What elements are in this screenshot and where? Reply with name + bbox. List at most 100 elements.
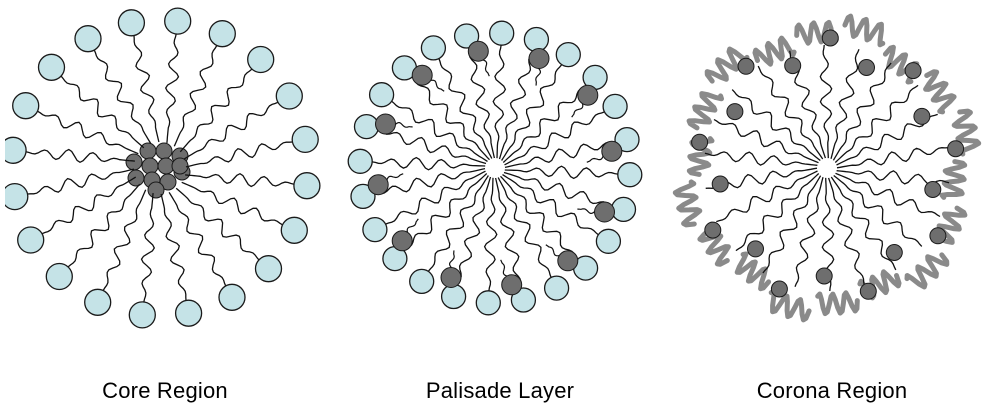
solubilizate-molecule — [368, 175, 388, 195]
hydrophilic-head — [129, 302, 155, 328]
surfactant-molecule — [834, 176, 922, 247]
surfactant-molecule — [763, 176, 821, 273]
hydrophobic-tail — [176, 188, 259, 260]
hydrophilic-head — [46, 264, 72, 290]
hydrophobic-tail — [505, 112, 605, 165]
polymer-chain — [907, 255, 947, 287]
hydrophobic-tail — [428, 176, 488, 272]
hydrophilic-head — [612, 197, 636, 221]
caption-core-region: Core Region — [5, 378, 325, 404]
hydrophilic-head — [410, 269, 434, 293]
solubilizate-molecule — [502, 275, 522, 295]
hydrophilic-head — [421, 36, 445, 60]
solubilizate-molecule — [602, 141, 622, 161]
surfactant-molecule — [348, 149, 485, 173]
solubilizate-molecule — [558, 251, 578, 271]
polymer-chain — [818, 293, 858, 314]
solubilizate-molecule — [392, 231, 412, 251]
hydrophilic-head — [13, 93, 39, 119]
surfactant-molecule — [833, 63, 891, 160]
hydrophilic-head — [39, 54, 65, 80]
surfactant-molecule — [18, 177, 136, 253]
hydrophobic-tail — [457, 177, 490, 285]
solubilizate-molecule — [468, 41, 488, 61]
corona-region-micelle — [672, 0, 982, 360]
solubilizate-molecule — [142, 158, 158, 174]
surfactant-molecule — [732, 90, 820, 161]
solubilizate-molecule — [529, 49, 549, 69]
solubilizate-molecule — [578, 85, 598, 105]
surfactant-molecule — [184, 83, 302, 159]
solubilizate-molecule — [748, 241, 764, 257]
hydrophilic-head — [545, 276, 569, 300]
hydrophobic-tail — [500, 51, 533, 159]
surfactant-molecule — [476, 178, 500, 315]
solubilizate-molecule — [816, 268, 832, 284]
hydrophobic-tail — [142, 193, 155, 302]
hydrophobic-tail — [180, 69, 252, 152]
hydrophobic-tail — [38, 111, 139, 154]
surfactant-molecule — [46, 184, 139, 289]
hydrophilic-head — [524, 28, 548, 52]
solubilizate-molecule — [595, 202, 615, 222]
surfactant-molecule — [490, 21, 514, 158]
hydrophilic-head — [355, 115, 379, 139]
solubilizate-molecule — [914, 108, 930, 124]
hydrophobic-tail — [94, 50, 151, 144]
hydrophilic-head — [5, 184, 28, 210]
hydrophilic-head — [209, 21, 235, 47]
hydrophobic-tail — [103, 190, 146, 291]
core-region-micelle — [5, 0, 325, 360]
hydrophobic-tail — [829, 178, 865, 285]
solubilizate-molecule — [712, 176, 728, 192]
hydrophobic-tail — [413, 77, 490, 160]
polymer-chain — [689, 94, 721, 128]
hydrophilic-head — [5, 137, 26, 163]
surfactant-molecule — [118, 10, 158, 142]
hydrophobic-tail — [502, 65, 562, 161]
hydrophobic-tail — [439, 59, 492, 159]
hydrophilic-head — [18, 227, 44, 253]
hydrophobic-tail — [501, 176, 578, 259]
hydrophilic-head — [165, 8, 191, 34]
solubilizate-molecule — [925, 182, 941, 198]
hydrophilic-head — [85, 289, 111, 315]
hydrophobic-tail — [185, 174, 294, 187]
surfactant-molecule — [75, 26, 151, 144]
hydrophobic-tail — [386, 171, 486, 224]
hydrophobic-tail — [503, 86, 586, 163]
hydrophobic-tail — [161, 194, 186, 301]
surfactant-molecule — [13, 93, 139, 154]
hydrophilic-head — [75, 26, 101, 52]
hydrophobic-tail — [504, 173, 612, 206]
hydrophilic-head — [294, 173, 320, 199]
hydrophobic-tail — [184, 102, 278, 159]
hydrophilic-head — [442, 285, 466, 309]
surfactant-molecule — [820, 45, 831, 158]
solubilizate-molecule — [441, 268, 461, 288]
hydrophilic-head — [348, 149, 372, 173]
hydrophobic-tail — [404, 174, 487, 251]
surfactant-molecule — [169, 192, 245, 310]
hydrophilic-head — [281, 217, 307, 243]
hydrophilic-head — [118, 10, 144, 36]
hydrophilic-head — [292, 126, 318, 152]
hydrophilic-head — [256, 256, 282, 282]
panel-corona-region: Corona Region — [672, 0, 982, 415]
solubilizate-molecule — [860, 283, 876, 299]
hydrophobic-tail — [182, 182, 283, 225]
hydrophilic-head — [490, 21, 514, 45]
solubilizate-molecule — [886, 245, 902, 261]
surfactant-molecule — [85, 190, 146, 316]
hydrophilic-head — [596, 229, 620, 253]
caption-palisade-layer: Palisade Layer — [340, 378, 660, 404]
hydrophobic-tail — [28, 169, 135, 194]
hydrophobic-tail — [134, 36, 159, 143]
surfactant-molecule — [174, 21, 235, 147]
hydrophilic-head — [363, 218, 387, 242]
surfactant-molecules — [348, 21, 642, 315]
hydrophobic-tail — [820, 45, 831, 158]
surfactant-molecule — [829, 178, 865, 285]
hydrophobic-tail — [763, 176, 821, 273]
hydrophobic-tail — [61, 76, 144, 148]
